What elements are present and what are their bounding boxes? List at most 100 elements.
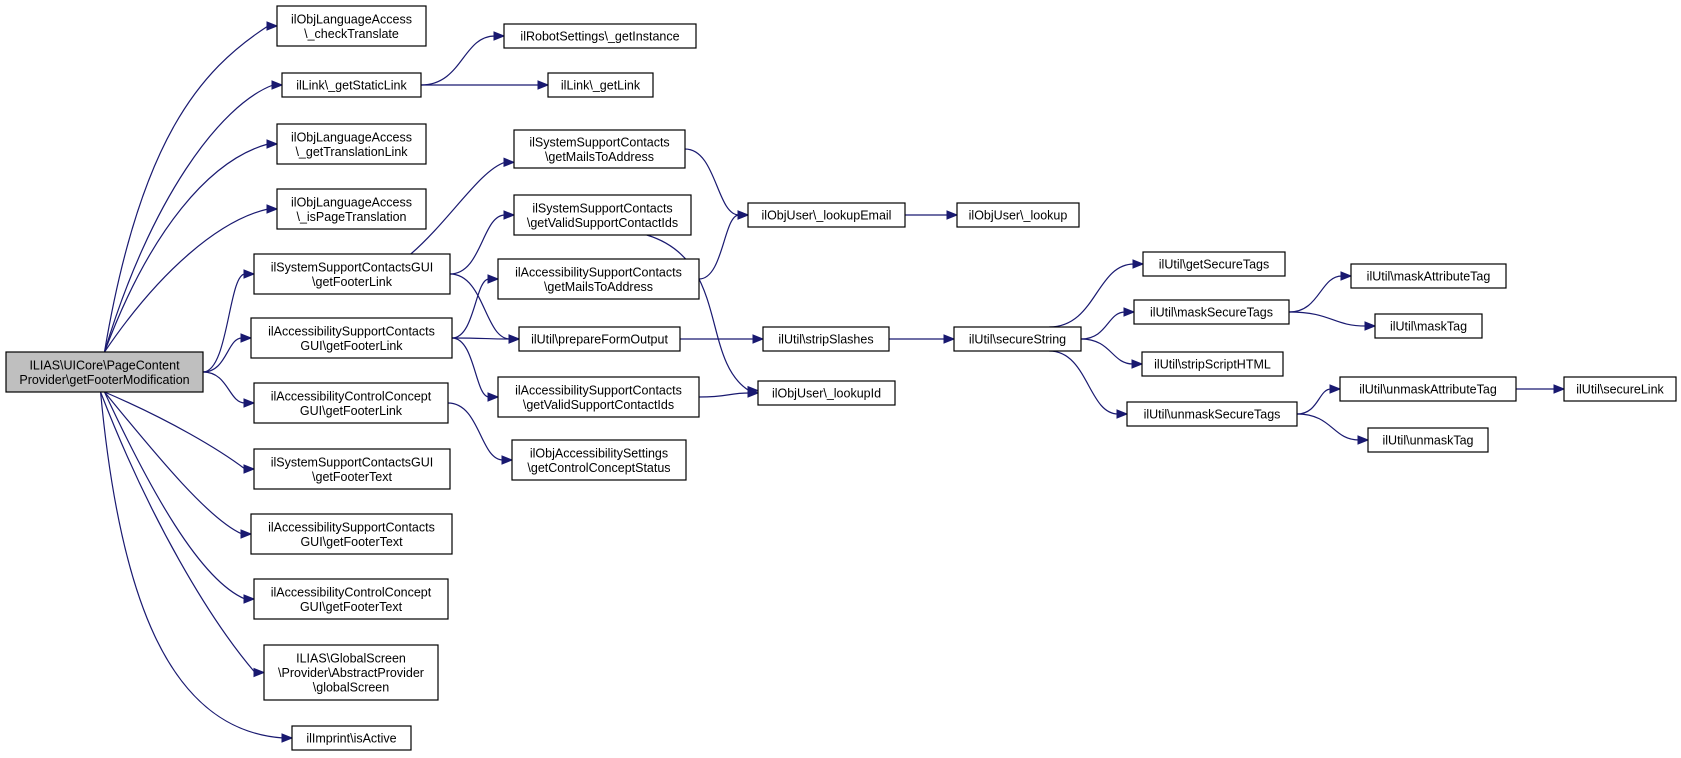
node-n-secureString[interactable]: ilUtil\secureString <box>953 326 1082 352</box>
node-n-checkTranslate[interactable]: ilObjLanguageAccess\_checkTranslate <box>276 5 427 47</box>
edge-arrowhead <box>271 80 284 90</box>
node-label: ilImprint\isActive <box>306 732 396 746</box>
edge-arrowhead <box>266 21 279 31</box>
node-n-unmaskAttr[interactable]: ilUtil\unmaskAttributeTag <box>1339 376 1517 402</box>
node-label: \getValidSupportContactIds <box>523 398 674 412</box>
node-label: ilUtil\stripSlashes <box>778 333 873 347</box>
node-box <box>281 72 422 98</box>
edge-n-unmaskAttr-to-n-secureLink <box>1516 384 1566 394</box>
node-n-isPageTranslation[interactable]: ilObjLanguageAccess\_isPageTranslation <box>276 188 427 230</box>
node-n-accMails[interactable]: ilAccessibilitySupportContacts\getMailsT… <box>497 258 700 300</box>
node-box <box>762 326 890 352</box>
node-label: ilAccessibilityControlConcept <box>271 585 432 599</box>
node-n-lookupEmail[interactable]: ilObjUser\_lookupEmail <box>747 202 906 228</box>
node-label: ilLink\_getStaticLink <box>296 79 407 93</box>
edge-arrowhead <box>503 157 516 168</box>
edge-line <box>1049 350 1119 415</box>
node-label: GUI\getFooterLink <box>300 404 403 418</box>
edge-line <box>103 143 269 353</box>
edge-arrowhead <box>946 210 959 220</box>
node-label: \getMailsToAddress <box>544 280 653 294</box>
node-n-lookupId[interactable]: ilObjUser\_lookupId <box>757 380 896 406</box>
edge-line <box>1296 388 1332 415</box>
node-n-unmaskSecureTags[interactable]: ilUtil\unmaskSecureTags <box>1126 401 1298 427</box>
edge-n-lookupEmail-to-n-lookup <box>905 210 959 220</box>
edge-line <box>202 371 246 404</box>
edge-arrowhead <box>1116 409 1129 419</box>
node-n-accGuiText[interactable]: ilAccessibilitySupportContactsGUI\getFoo… <box>250 513 453 555</box>
node-label: \getFooterText <box>312 470 392 484</box>
node-box <box>250 513 453 555</box>
edge-line <box>451 337 511 340</box>
node-n-ctrlGuiLink[interactable]: ilAccessibilityControlConceptGUI\getFoot… <box>253 382 449 424</box>
node-n-getLink[interactable]: ilLink\_getLink <box>547 72 654 98</box>
node-box <box>757 380 896 406</box>
node-n-sysGuiLink[interactable]: ilSystemSupportContactsGUI\getFooterLink <box>253 253 451 295</box>
edge-arrowhead <box>240 529 253 539</box>
node-box <box>253 253 451 295</box>
node-n-sysGuiText[interactable]: ilSystemSupportContactsGUI\getFooterText <box>253 448 451 490</box>
node-n-maskTag[interactable]: ilUtil\maskTag <box>1374 313 1483 339</box>
edge-line <box>451 337 490 398</box>
node-n-prepare[interactable]: ilUtil\prepareFormOutput <box>518 326 681 352</box>
node-box <box>513 194 692 236</box>
edge-n-unmaskSecureTags-to-n-unmaskTag <box>1296 413 1370 445</box>
edge-arrowhead <box>1357 435 1370 445</box>
edge-line <box>103 84 274 353</box>
node-n-globalScreen[interactable]: ILIAS\GlobalScreen\Provider\AbstractProv… <box>263 644 439 701</box>
node-label: \_getTranslationLink <box>295 145 408 159</box>
edge-n-ctrlGuiLink-to-n-ctrlStatus <box>447 402 514 465</box>
edge-root-to-n-getTranslationLink <box>103 139 279 353</box>
node-n-ctrlGuiText[interactable]: ilAccessibilityControlConceptGUI\getFoot… <box>253 578 449 620</box>
edge-arrowhead <box>752 334 765 344</box>
edge-arrowhead <box>537 80 550 90</box>
node-n-ctrlStatus[interactable]: ilObjAccessibilitySettings\getControlCon… <box>511 439 687 481</box>
edge-root-to-n-imprint <box>99 391 294 743</box>
edge-n-getStaticLink-to-n-getLink <box>421 80 550 90</box>
node-n-getTranslationLink[interactable]: ilObjLanguageAccess\_getTranslationLink <box>276 123 427 165</box>
node-box <box>253 578 449 620</box>
node-n-unmaskTag[interactable]: ilUtil\unmaskTag <box>1367 427 1489 453</box>
node-label: ilObjUser\_lookupId <box>772 387 881 401</box>
node-n-maskAttr[interactable]: ilUtil\maskAttributeTag <box>1350 263 1507 289</box>
edge-arrowhead <box>1364 321 1377 331</box>
edge-line <box>646 234 750 392</box>
edge-arrowhead <box>281 733 294 743</box>
node-root[interactable]: ILIAS\UICore\PageContentProvider\getFoot… <box>5 351 204 393</box>
node-box <box>1141 351 1284 377</box>
edge-arrowhead <box>503 210 516 220</box>
node-n-sysMails[interactable]: ilSystemSupportContacts\getMailsToAddres… <box>513 129 686 169</box>
nodes-layer: ILIAS\UICore\PageContentProvider\getFoot… <box>5 5 1677 751</box>
node-n-accGuiLink[interactable]: ilAccessibilitySupportContactsGUI\getFoo… <box>250 317 453 359</box>
edge-line <box>420 35 496 86</box>
node-n-maskSecureTags[interactable]: ilUtil\maskSecureTags <box>1133 299 1290 325</box>
node-n-imprint[interactable]: ilImprint\isActive <box>291 725 412 751</box>
node-box <box>253 448 451 490</box>
node-n-getStaticLink[interactable]: ilLink\_getStaticLink <box>281 72 422 98</box>
node-n-stripScript[interactable]: ilUtil\stripScriptHTML <box>1141 351 1284 377</box>
node-label: ilObjLanguageAccess <box>291 12 412 26</box>
node-n-robot[interactable]: ilRobotSettings\_getInstance <box>503 23 697 49</box>
node-n-lookup[interactable]: ilObjUser\_lookup <box>956 202 1080 228</box>
node-label: ilUtil\maskAttributeTag <box>1367 270 1491 284</box>
node-n-sysValid[interactable]: ilSystemSupportContacts\getValidSupportC… <box>513 194 692 236</box>
node-n-getSecureTags[interactable]: ilUtil\getSecureTags <box>1142 251 1286 277</box>
edge-line <box>1288 311 1367 327</box>
node-label: ilSystemSupportContactsGUI <box>271 260 434 274</box>
edge-arrowhead <box>243 594 256 604</box>
node-n-stripSlashes[interactable]: ilUtil\stripSlashes <box>762 326 890 352</box>
node-box <box>276 123 427 165</box>
node-label: ilObjLanguageAccess <box>291 130 412 144</box>
edge-line <box>104 391 246 470</box>
edge-arrowhead <box>243 464 256 474</box>
node-label: ilUtil\secureLink <box>1576 383 1664 397</box>
node-label: \globalScreen <box>313 681 389 695</box>
node-n-secureLink[interactable]: ilUtil\secureLink <box>1563 376 1677 402</box>
node-label: ilLink\_getLink <box>561 79 641 93</box>
node-label: ilUtil\secureString <box>969 333 1066 347</box>
edge-arrowhead <box>266 204 279 214</box>
edge-n-accGuiLink-to-n-accMails <box>451 274 500 339</box>
node-label: \getMailsToAddress <box>545 150 654 164</box>
node-n-accValid[interactable]: ilAccessibilitySupportContacts\getValidS… <box>497 376 700 418</box>
node-box <box>503 23 697 49</box>
